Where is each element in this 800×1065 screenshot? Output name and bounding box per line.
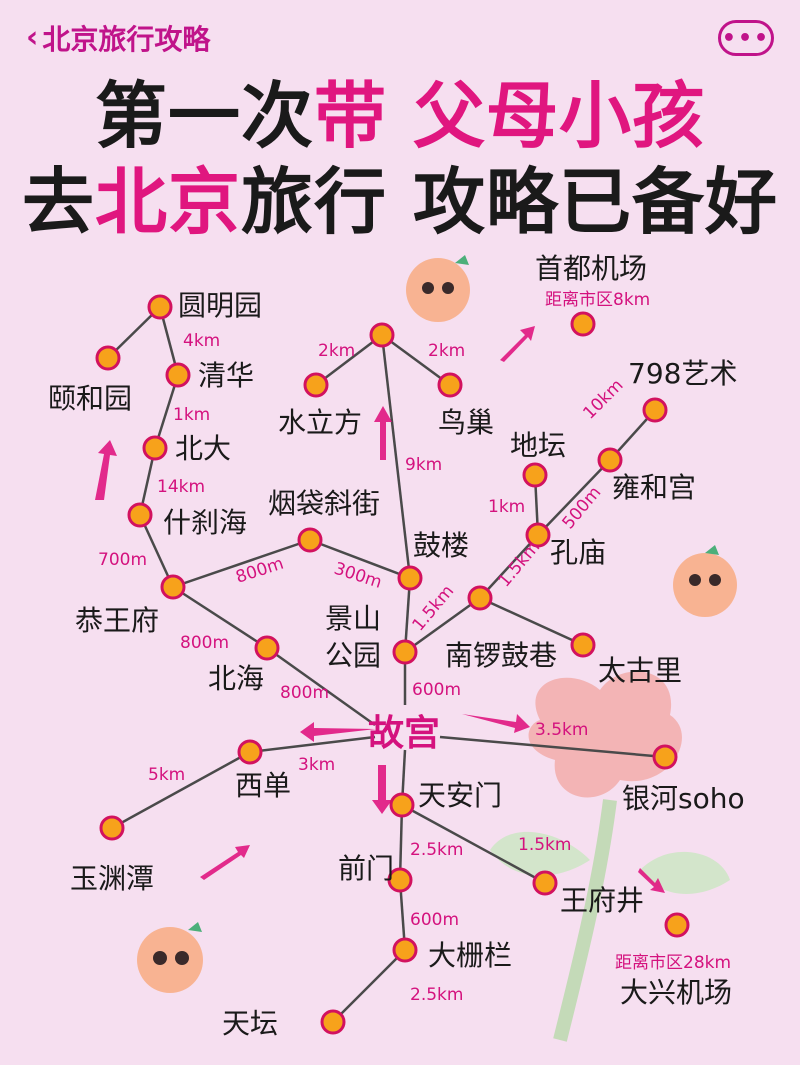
- label-beihai: 北海: [208, 662, 264, 695]
- label-taiguli: 太古里: [598, 654, 682, 687]
- top-bar: ‹ 北京旅行攻略 •••: [0, 0, 800, 80]
- dist-label: 1.5km: [409, 581, 459, 635]
- dist-label: 2.5km: [410, 985, 463, 1005]
- dist-label: 800m: [180, 633, 229, 653]
- label-yonghegong: 雍和宫: [612, 471, 696, 504]
- dist-label: 1.5km: [518, 835, 571, 855]
- dist-label: 5km: [148, 765, 185, 785]
- label-yuyuantan: 玉渊潭: [70, 862, 154, 895]
- dist-label: 700m: [98, 550, 147, 570]
- dist-label: 10km: [579, 375, 627, 423]
- dist-label: 1.5km: [495, 537, 545, 591]
- label-wangfujing: 王府井: [560, 884, 644, 917]
- label-nanluo: 南锣鼓巷: [445, 639, 557, 672]
- label-daxing: 大兴机场: [620, 976, 732, 1009]
- label-dashilan: 大栅栏: [428, 939, 512, 972]
- label-gulou: 鼓楼: [413, 529, 469, 562]
- label-jingshan-1: 景山: [325, 602, 381, 635]
- label-yuanmingyuan: 圆明园: [178, 289, 262, 322]
- more-button[interactable]: •••: [718, 20, 774, 56]
- back-button[interactable]: ‹ 北京旅行攻略: [26, 18, 210, 58]
- label-shoudu: 首都机场: [535, 252, 647, 285]
- label-qianmen: 前门: [338, 852, 394, 885]
- label-tiananmen: 天安门: [418, 779, 502, 812]
- peach-mascot-icon: [137, 922, 203, 993]
- dist-label: 600m: [412, 680, 461, 700]
- label-yinhe: 银河soho: [622, 782, 745, 815]
- dist-label: 4km: [183, 331, 220, 351]
- label-yiheyuan: 颐和园: [48, 382, 132, 415]
- note-shoudu: 距离市区8km: [545, 290, 650, 310]
- dist-label: 9km: [405, 455, 442, 475]
- label-gugong: 故宫: [368, 713, 440, 754]
- label-ditan: 地坛: [510, 429, 566, 462]
- note-daxing: 距离市区28km: [615, 953, 731, 973]
- dist-label: 3.5km: [535, 720, 588, 740]
- label-shuilifang: 水立方: [278, 406, 362, 439]
- route-nodes: [95, 294, 690, 1035]
- title-part: 旅行 攻略已备好: [240, 160, 779, 244]
- dist-label: 14km: [157, 477, 205, 497]
- label-tiantan: 天坛: [222, 1007, 278, 1040]
- dist-label: 600m: [410, 910, 459, 930]
- dist-label: 1km: [488, 497, 525, 517]
- label-niaochao: 鸟巢: [438, 406, 494, 439]
- flower-decoration: [490, 671, 730, 1042]
- dist-label: 800m: [280, 683, 329, 703]
- dist-label: 800m: [233, 554, 286, 588]
- label-beida: 北大: [175, 432, 231, 465]
- label-xidan: 西单: [235, 769, 291, 802]
- label-yandai: 烟袋斜街: [268, 487, 380, 520]
- chevron-left-icon: ‹: [26, 20, 39, 55]
- label-jingshan-2: 公园: [325, 639, 381, 672]
- label-798: 798艺术: [628, 357, 737, 390]
- label-qinghua: 清华: [198, 359, 254, 392]
- more-icon: •••: [721, 25, 771, 51]
- title-line-2: 去北京旅行 攻略已备好: [0, 166, 800, 238]
- title-part: 第一次: [94, 74, 314, 158]
- title-highlight: 带 父母小孩: [313, 74, 706, 158]
- title-part: 去: [21, 160, 95, 244]
- label-kongmiao: 孔庙: [550, 536, 606, 569]
- dist-label: 3km: [298, 755, 335, 775]
- peach-mascot-icon: [406, 255, 470, 322]
- label-shichahai: 什刹海: [163, 506, 247, 539]
- dist-label: 2km: [318, 341, 355, 361]
- label-gongwangfu: 恭王府: [75, 604, 159, 637]
- dist-label: 300m: [331, 559, 384, 593]
- dist-label: 2km: [428, 341, 465, 361]
- arrow-icon: [95, 326, 665, 893]
- back-label: 北京旅行攻略: [42, 23, 211, 56]
- title-line-1: 第一次带 父母小孩: [0, 80, 800, 152]
- dist-label: 2.5km: [410, 840, 463, 860]
- dist-label: 1km: [173, 405, 210, 425]
- peach-mascot-icon: [673, 545, 737, 617]
- title-highlight: 北京: [94, 160, 241, 244]
